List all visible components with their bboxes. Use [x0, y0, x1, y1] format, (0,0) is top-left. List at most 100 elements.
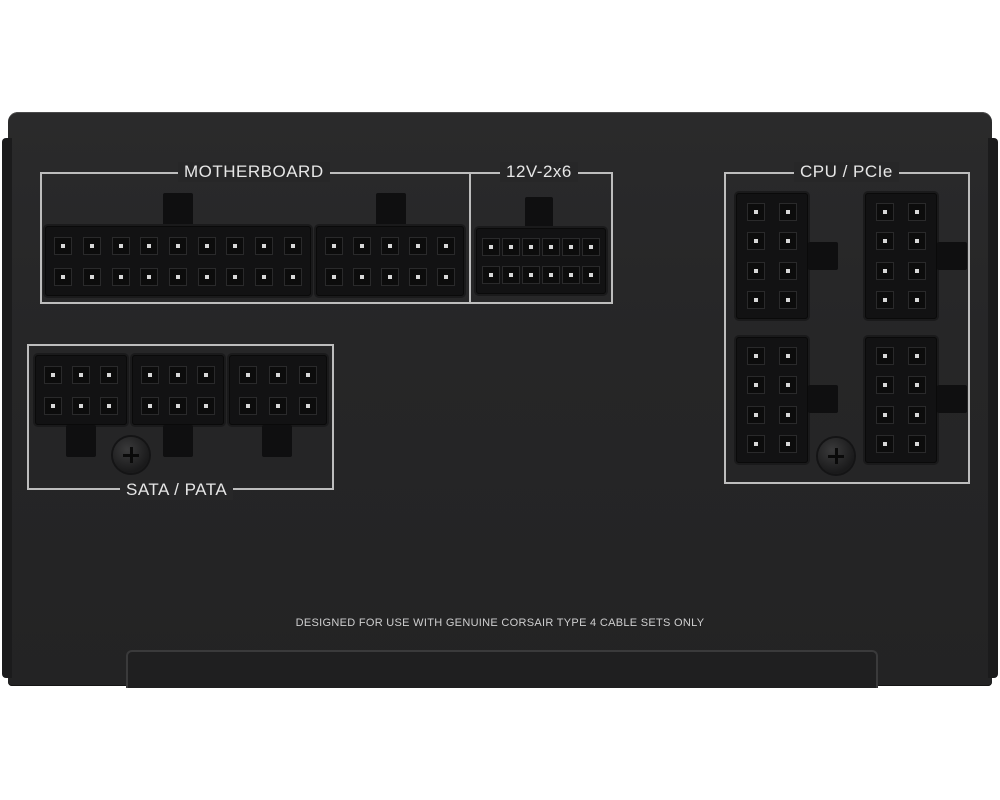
12v-2x6-label: 12V-2x6 [500, 162, 578, 182]
pin-socket [353, 267, 371, 286]
pin-socket [140, 267, 159, 286]
pin-socket [169, 396, 187, 415]
cpu-pcie-label: CPU / PCIe [794, 162, 899, 182]
pin-socket [239, 396, 257, 415]
pin-socket [779, 291, 797, 310]
pin-socket [876, 291, 894, 310]
cable-warning-text: DESIGNED FOR USE WITH GENUINE CORSAIR TY… [295, 617, 705, 629]
pin-socket [747, 202, 765, 221]
motherboard-label: MOTHERBOARD [178, 162, 330, 182]
pin-socket [876, 202, 894, 221]
pin-socket [83, 236, 101, 255]
pin-socket [100, 365, 118, 384]
pin-socket [779, 435, 797, 454]
pin-socket [747, 232, 765, 251]
pin-socket [169, 236, 187, 255]
pin-socket [876, 232, 894, 251]
cpu-pcie-latch [937, 242, 967, 270]
pin-socket [582, 238, 600, 256]
pin-socket [141, 365, 159, 384]
pin-socket [779, 261, 797, 280]
pin-socket [283, 236, 302, 255]
motherboard-latch [376, 193, 406, 227]
pin-socket [908, 232, 926, 251]
pin-socket [255, 267, 273, 286]
pin-socket [747, 405, 765, 424]
pin-socket [197, 267, 216, 286]
pin-socket [747, 346, 765, 365]
pin-socket [255, 236, 273, 255]
pin-socket [908, 376, 926, 395]
12v-latch [525, 197, 553, 229]
cpu-pcie-latch [808, 242, 838, 270]
motherboard-connector-aux[interactable] [316, 226, 464, 296]
12v-2x6-connector[interactable] [476, 228, 606, 294]
pin-socket [239, 365, 257, 384]
pin-socket [325, 267, 343, 286]
pin-socket [542, 238, 560, 256]
cpu-pcie-connector-2[interactable] [865, 193, 937, 319]
pin-socket [876, 346, 894, 365]
pin-socket [779, 376, 797, 395]
pin-socket [226, 236, 245, 255]
pin-socket [522, 266, 540, 284]
sata-latch [66, 425, 96, 457]
pin-socket [197, 236, 216, 255]
pin-socket [437, 236, 455, 255]
pin-socket [908, 405, 926, 424]
pin-socket [111, 267, 130, 286]
panel-left-edge [2, 138, 12, 678]
pin-socket [269, 365, 287, 384]
pin-socket [409, 236, 427, 255]
pin-socket [562, 238, 580, 256]
pin-socket [381, 236, 399, 255]
pin-socket [779, 405, 797, 424]
cpu-pcie-latch [937, 385, 967, 413]
pin-socket [779, 346, 797, 365]
pin-socket [747, 261, 765, 280]
pin-socket [72, 365, 90, 384]
pin-socket [72, 396, 90, 415]
pin-socket [381, 267, 399, 286]
pin-socket [562, 266, 580, 284]
pin-socket [747, 291, 765, 310]
pin-socket [779, 202, 797, 221]
bottom-lip [126, 650, 878, 688]
pin-socket [140, 236, 159, 255]
motherboard-latch [163, 193, 193, 227]
pin-socket [908, 435, 926, 454]
pin-socket [876, 405, 894, 424]
pin-socket [353, 236, 371, 255]
pin-socket [54, 236, 73, 255]
pin-socket [542, 266, 560, 284]
sata-connector-1[interactable] [35, 355, 127, 425]
pin-socket [747, 435, 765, 454]
pin-socket [409, 267, 427, 286]
pin-socket [502, 238, 520, 256]
sata-connector-2[interactable] [132, 355, 224, 425]
cpu-pcie-connector-4[interactable] [865, 337, 937, 463]
pin-socket [283, 267, 302, 286]
cpu-pcie-connector-3[interactable] [736, 337, 808, 463]
pin-socket [779, 232, 797, 251]
pin-socket [876, 376, 894, 395]
pin-socket [482, 238, 500, 256]
motherboard-group-divider [469, 172, 471, 304]
pin-socket [169, 365, 187, 384]
pin-socket [299, 396, 317, 415]
cpu-pcie-connector-1[interactable] [736, 193, 808, 319]
pin-socket [908, 291, 926, 310]
pin-socket [482, 266, 500, 284]
pin-socket [141, 396, 159, 415]
pin-socket [100, 396, 118, 415]
screw-icon [113, 437, 149, 473]
pin-socket [908, 202, 926, 221]
pin-socket [502, 266, 520, 284]
pin-socket [169, 267, 187, 286]
pin-socket [111, 236, 130, 255]
pin-socket [269, 396, 287, 415]
motherboard-connector-main[interactable] [45, 226, 311, 296]
pin-socket [582, 266, 600, 284]
sata-pata-label: SATA / PATA [120, 480, 234, 500]
sata-connector-3[interactable] [229, 355, 327, 425]
